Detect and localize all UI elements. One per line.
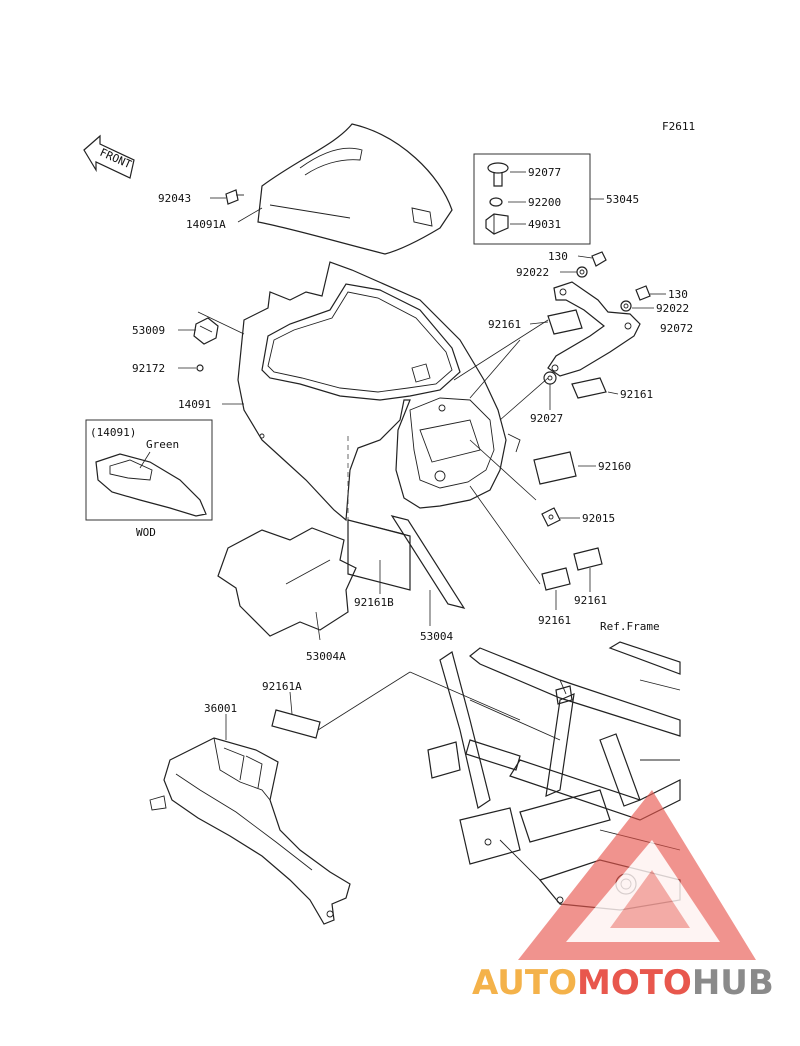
part-14091: 14091 [178, 398, 211, 411]
washer-92200 [489, 197, 503, 207]
part-36001: 36001 [204, 702, 237, 715]
part-53004a: 53004A [306, 650, 346, 663]
part-92161a: 92161A [262, 680, 302, 693]
screw-92172 [196, 364, 204, 372]
upper-cowl-14091a [257, 123, 453, 255]
pad-92161-upper [547, 309, 583, 335]
bolt-130-right [635, 285, 651, 301]
decal-92161a [271, 709, 321, 739]
part-92161-mid: 92161 [620, 388, 653, 401]
pad-92161-mid [571, 377, 607, 399]
part-92161-low-right: 92161 [574, 594, 607, 607]
part-92027: 92027 [530, 412, 563, 425]
ref-frame-label: Ref.Frame [600, 620, 660, 633]
nut-92015 [541, 507, 561, 527]
part-92015: 92015 [582, 512, 615, 525]
inset-caption: WOD [136, 526, 156, 539]
part-130-top: 130 [548, 250, 568, 263]
part-92022-top: 92022 [516, 266, 549, 279]
part-130-right: 130 [668, 288, 688, 301]
part-92160: 92160 [598, 460, 631, 473]
pad-92161-low-left [541, 567, 571, 591]
decal-53004a [217, 527, 357, 637]
washer-92022-top [576, 266, 588, 278]
bracket-92072 [547, 281, 641, 377]
part-92022-right: 92022 [656, 302, 689, 315]
decal-53004 [390, 515, 466, 609]
part-92072: 92072 [660, 322, 693, 335]
part-92161-upper: 92161 [488, 318, 521, 331]
clip-92043 [225, 189, 244, 205]
pad-92161-low-right [573, 547, 603, 571]
main-cowl-14091 [237, 261, 521, 522]
inset-color-label: Green [146, 438, 179, 451]
clip-53009 [193, 317, 219, 345]
watermark-text: AUTOMOTOHUB [472, 963, 774, 1003]
part-53045: 53045 [606, 193, 639, 206]
inset-box-wod [85, 419, 213, 521]
watermark-logo [518, 790, 756, 960]
part-92172: 92172 [132, 362, 165, 375]
nut-49031 [485, 213, 509, 235]
screw-92077 [487, 162, 509, 187]
part-53004: 53004 [420, 630, 453, 643]
part-92200: 92200 [528, 196, 561, 209]
lower-panel-36001 [149, 737, 351, 925]
part-14091a: 14091A [186, 218, 226, 231]
part-92043: 92043 [158, 192, 191, 205]
part-92077: 92077 [528, 166, 561, 179]
front-arrow-icon: FRONT [83, 134, 135, 179]
inset-part: (14091) [90, 426, 136, 439]
washer-92027 [543, 371, 557, 385]
part-53009: 53009 [132, 324, 165, 337]
pad-92160 [533, 451, 577, 485]
washer-92022-right [620, 300, 632, 312]
watermark-auto: AUTO [472, 963, 577, 1003]
inset-cowl-drawing [95, 453, 207, 517]
front-label: FRONT [98, 146, 134, 171]
figure-code: F2611 [662, 120, 695, 133]
part-49031: 49031 [528, 218, 561, 231]
part-92161b: 92161B [354, 596, 394, 609]
part-92161-low-left: 92161 [538, 614, 571, 627]
bolt-130-top [591, 251, 607, 267]
watermark-moto: MOTO [577, 963, 692, 1003]
watermark-hub: HUB [692, 963, 774, 1003]
